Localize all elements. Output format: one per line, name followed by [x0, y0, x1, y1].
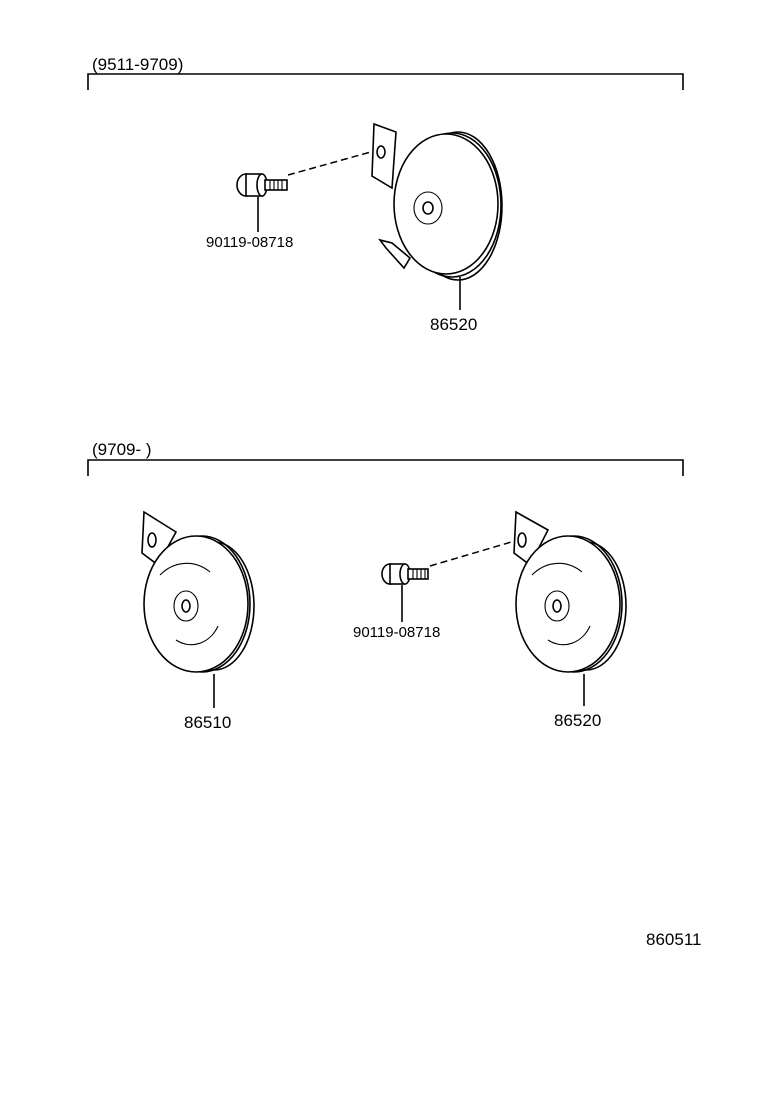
bolt-alignment-line	[287, 149, 379, 176]
section-2-date-range: (9709- )	[92, 440, 152, 459]
part-number-label: 90119-08718	[353, 624, 440, 641]
section-1: (9511-9709) 90119-08718 86520	[87, 55, 684, 334]
section-2: (9709- ) 86510 90119-08718	[87, 440, 684, 732]
illustration-code: 860511	[646, 930, 701, 949]
horn-icon	[513, 510, 627, 673]
bolt-alignment-line	[429, 539, 519, 567]
bolt-icon	[381, 563, 429, 585]
horn-icon	[371, 122, 503, 281]
horn-icon	[141, 510, 255, 673]
part-number-label: 90119-08718	[206, 234, 293, 251]
bolt-icon	[236, 173, 288, 197]
part-number-label: 86510	[184, 713, 231, 732]
section-1-bracket	[87, 73, 684, 90]
part-number-label: 86520	[554, 711, 601, 730]
section-2-bracket	[87, 459, 684, 476]
part-number-label: 86520	[430, 315, 477, 334]
section-1-date-range: (9511-9709)	[92, 55, 183, 74]
